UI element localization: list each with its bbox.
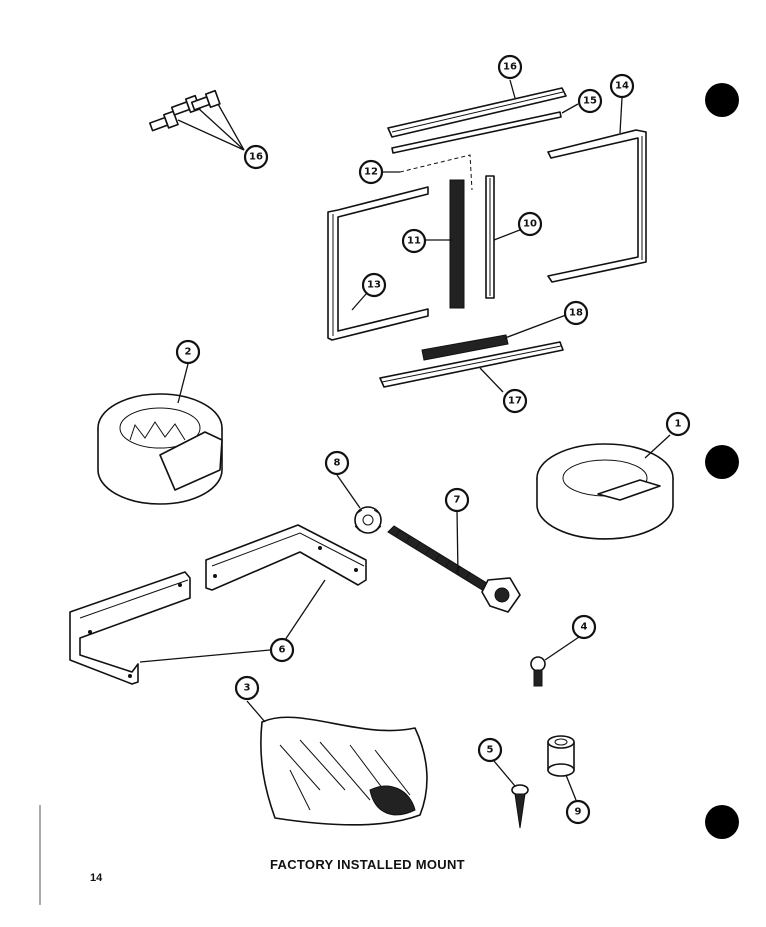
svg-text:7: 7 — [454, 495, 461, 506]
callout-2: 2 — [175, 339, 201, 365]
callout-10: 10 — [517, 211, 543, 237]
callout-5: 5 — [477, 737, 503, 763]
callout-6: 6 — [269, 637, 295, 663]
svg-text:10: 10 — [523, 219, 537, 230]
svg-text:3: 3 — [244, 683, 251, 694]
foam-roll-right-part — [536, 443, 674, 540]
svg-text:1: 1 — [675, 419, 682, 430]
guide-dashed-line — [399, 154, 473, 191]
svg-text:8: 8 — [334, 458, 341, 469]
screws-part — [149, 89, 245, 151]
callout-9: 9 — [565, 799, 591, 825]
top-channel-part — [387, 87, 567, 154]
svg-text:12: 12 — [364, 167, 378, 178]
svg-text:17: 17 — [508, 396, 522, 407]
callout-7: 7 — [444, 487, 470, 513]
left-frame-part — [327, 186, 429, 341]
spacer-sleeve-part — [547, 735, 575, 777]
seal-strip-part — [449, 179, 465, 309]
leader-lines — [177, 79, 671, 801]
wood-screw-part — [511, 784, 529, 829]
callout-8: 8 — [324, 450, 350, 476]
bracket-front-part — [69, 571, 191, 685]
foam-strip-part — [421, 334, 509, 361]
svg-text:5: 5 — [487, 745, 494, 756]
svg-text:4: 4 — [581, 622, 588, 633]
parts-bag-part — [260, 716, 428, 826]
svg-text:2: 2 — [185, 347, 192, 358]
callout-13: 13 — [361, 272, 387, 298]
leader-6b — [284, 579, 326, 641]
callout-17: 17 — [502, 388, 528, 414]
svg-text:15: 15 — [583, 96, 597, 107]
callout-16b: 16 — [243, 144, 269, 170]
foam-roll-left-part — [97, 393, 223, 505]
svg-text:11: 11 — [407, 236, 421, 247]
right-frame-part — [547, 129, 647, 283]
svg-text:16: 16 — [503, 62, 517, 73]
punch-hole-top — [705, 83, 739, 117]
svg-text:18: 18 — [569, 308, 583, 319]
callout-3: 3 — [234, 675, 260, 701]
callout-16a: 16 — [497, 54, 523, 80]
bracket-rear-part — [205, 524, 367, 591]
svg-text:13: 13 — [367, 280, 381, 291]
callout-15: 15 — [577, 88, 603, 114]
callout-12: 12 — [358, 159, 384, 185]
punch-hole-middle — [705, 445, 739, 479]
punch-hole-bottom — [705, 805, 739, 839]
svg-text:14: 14 — [615, 81, 629, 92]
bolt-part — [387, 525, 521, 613]
lock-washer-part — [354, 506, 382, 534]
leader-6a — [139, 649, 271, 663]
svg-text:9: 9 — [575, 807, 582, 818]
thin-strip-part — [485, 175, 495, 299]
small-screw-part — [530, 656, 546, 687]
callout-14: 14 — [609, 73, 635, 99]
callout-1: 1 — [665, 411, 691, 437]
callout-11: 11 — [401, 228, 427, 254]
svg-text:16: 16 — [249, 152, 263, 163]
callout-18: 18 — [563, 300, 589, 326]
diagram-caption: FACTORY INSTALLED MOUNT — [270, 857, 465, 872]
page-number: 14 — [90, 872, 103, 884]
bottom-channel-part — [379, 341, 564, 388]
callout-4: 4 — [571, 614, 597, 640]
svg-text:6: 6 — [279, 645, 286, 656]
